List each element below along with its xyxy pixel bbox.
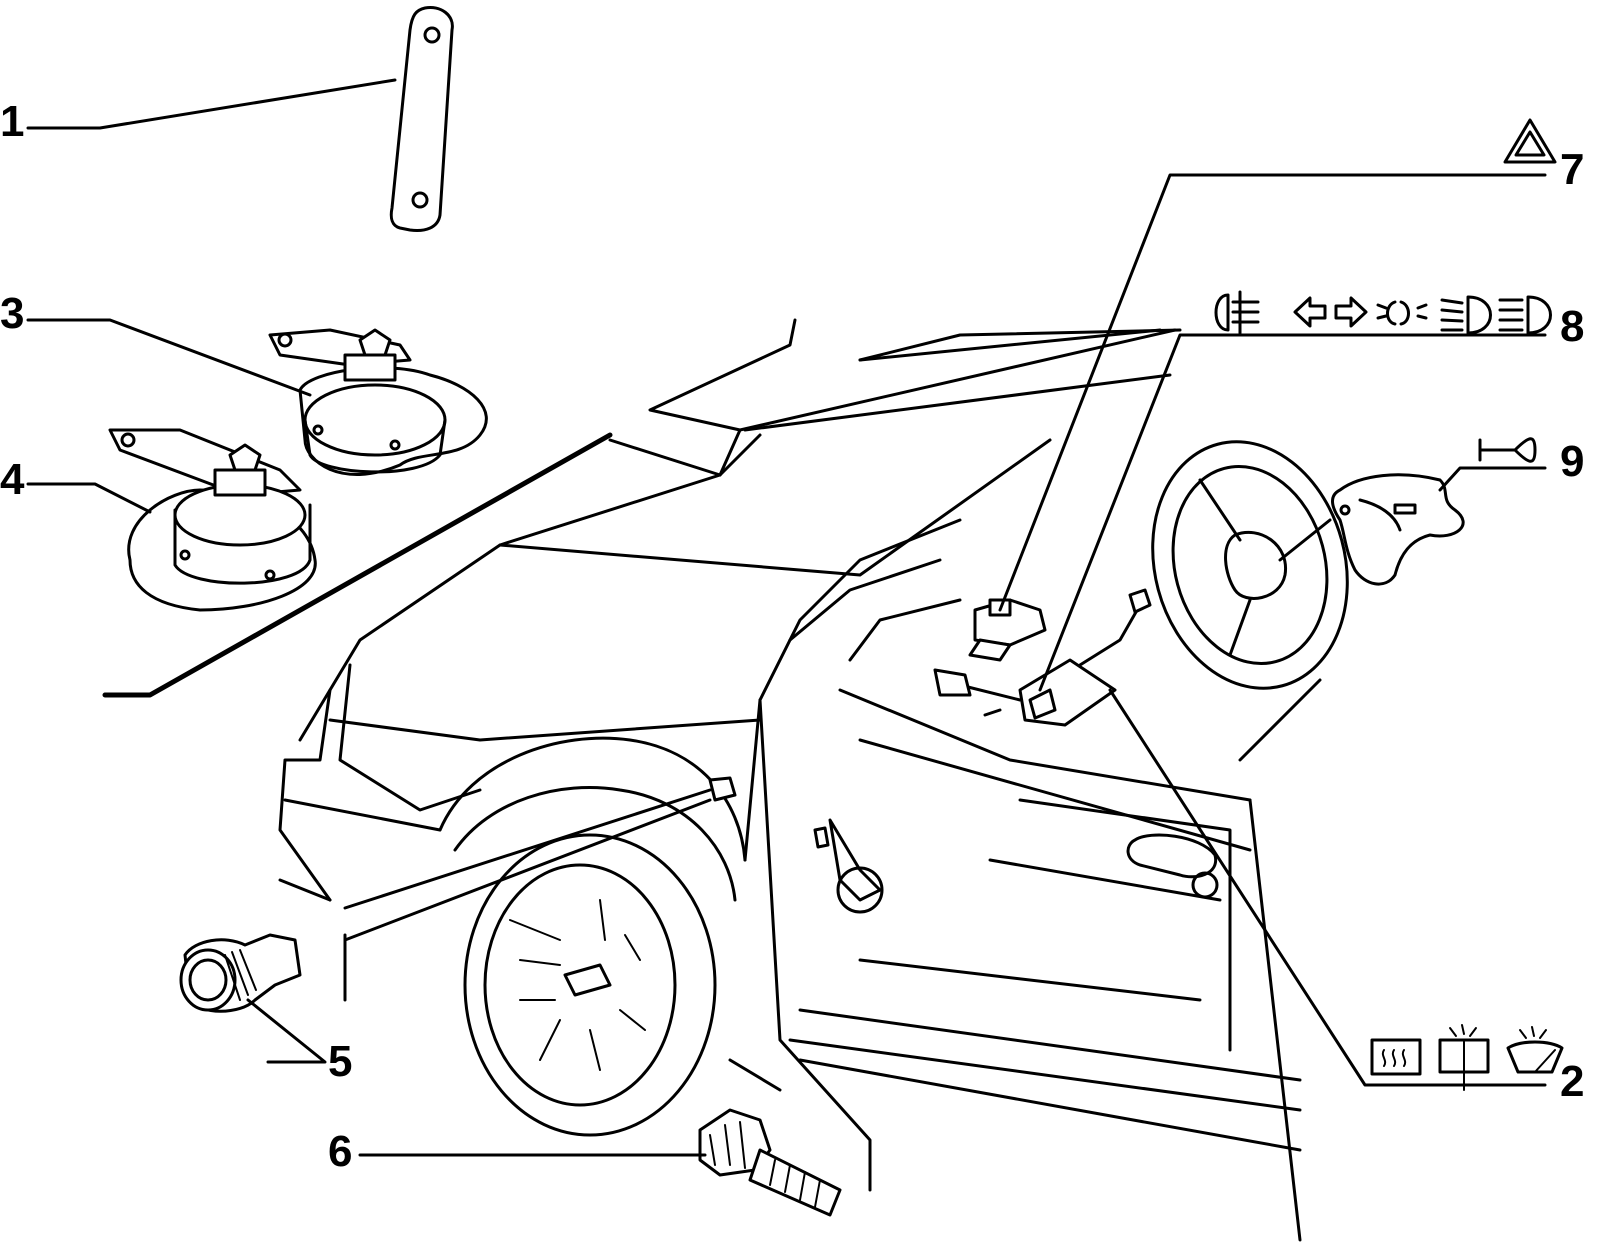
callout-7: 7 bbox=[1560, 145, 1585, 194]
washer-icon bbox=[1438, 1024, 1490, 1091]
turn-right-arrow-icon bbox=[1334, 296, 1368, 328]
callout-2: 2 bbox=[1560, 1057, 1585, 1106]
turn-left-arrow-icon bbox=[1293, 296, 1327, 328]
rear-defrost-icon bbox=[1370, 1038, 1422, 1076]
low-beam-icon bbox=[1440, 295, 1492, 335]
windshield-wiper-icon bbox=[1506, 1026, 1564, 1074]
horn-bracket-part bbox=[389, 5, 454, 232]
horn-high-tone-part bbox=[268, 328, 488, 476]
callout-6: 6 bbox=[328, 1127, 353, 1176]
callout-9: 9 bbox=[1560, 437, 1585, 486]
callout-4: 4 bbox=[0, 455, 25, 504]
high-beam-icon bbox=[1498, 295, 1552, 335]
hazard-switch-part bbox=[968, 598, 1047, 662]
hazard-warning-triangle-icon bbox=[1503, 118, 1557, 164]
horn-icon bbox=[1478, 437, 1537, 463]
sensor-part bbox=[698, 1108, 842, 1217]
callout-8: 8 bbox=[1560, 302, 1585, 351]
leader-lines bbox=[26, 78, 1547, 1157]
horn-pad-part bbox=[1331, 473, 1465, 586]
side-lights-icon bbox=[1376, 300, 1428, 326]
callout-1: 1 bbox=[0, 97, 25, 146]
car-body-outline bbox=[102, 318, 1322, 1242]
callout-5: 5 bbox=[328, 1037, 353, 1086]
push-switch-part bbox=[179, 933, 302, 1013]
horn-low-tone-part bbox=[108, 428, 317, 612]
fog-light-icon bbox=[1214, 290, 1260, 335]
steering-column-switch-part bbox=[933, 588, 1152, 727]
callout-3: 3 bbox=[0, 289, 25, 338]
steering-wheel bbox=[1151, 440, 1349, 690]
